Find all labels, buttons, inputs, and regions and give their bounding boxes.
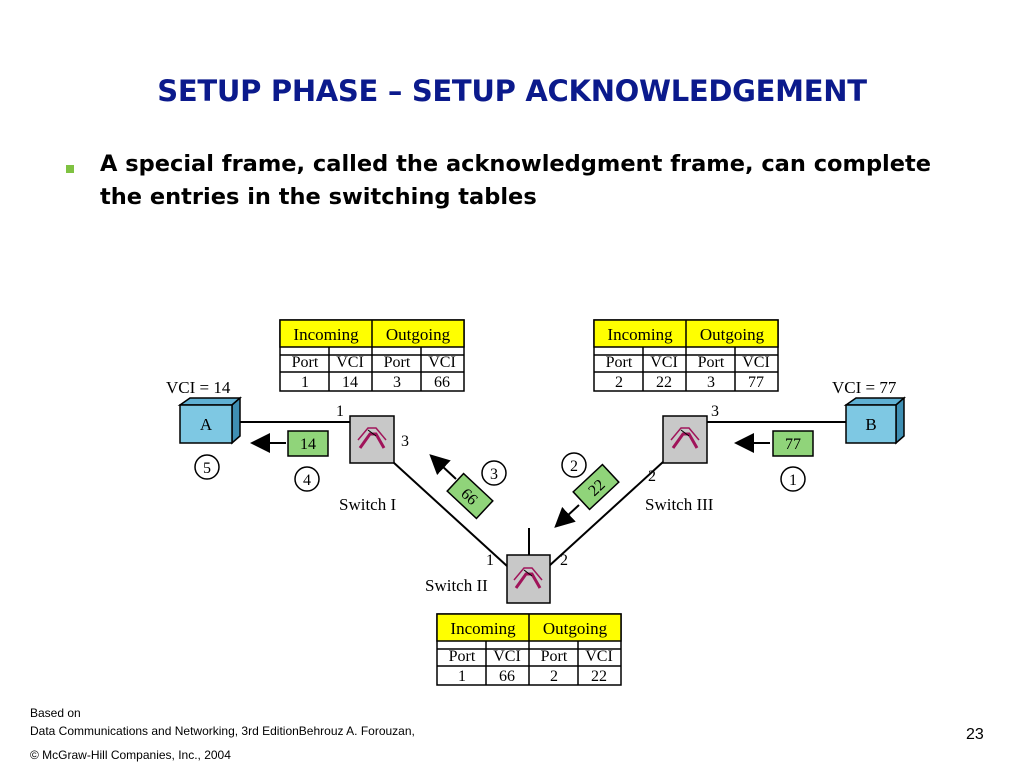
table-3-incoming-header: Incoming — [607, 325, 673, 344]
switching-table-2: Incoming Outgoing Port VCI Port VCI 1 66… — [436, 613, 622, 686]
switch-1 — [349, 415, 395, 464]
table-3-col-vci-out: VCI — [742, 354, 770, 371]
table-2-cell-vci-out: 22 — [591, 668, 607, 685]
step-5-label: 5 — [203, 460, 211, 477]
table-3-cell-vci-in: 22 — [656, 374, 672, 391]
table-1-incoming-header: Incoming — [293, 325, 359, 344]
switch-3-label: Switch III — [645, 495, 714, 514]
table-3-cell-port-in: 2 — [615, 374, 623, 391]
frame-66: 66 — [446, 472, 494, 520]
switch-1-port-1: 1 — [336, 403, 344, 420]
bullet-marker — [66, 165, 74, 173]
switch-2 — [506, 554, 551, 604]
frame-22: 22 — [572, 463, 620, 511]
page-number: 23 — [966, 726, 984, 743]
station-a-label: A — [200, 415, 213, 434]
table-2-col-vci-out: VCI — [585, 648, 613, 665]
frame-77-label: 77 — [785, 436, 801, 453]
table-2-outgoing-header: Outgoing — [543, 619, 608, 638]
step-3-label: 3 — [490, 466, 498, 483]
footer-line-2: Data Communications and Networking, 3rd … — [30, 724, 415, 738]
step-2-label: 2 — [570, 458, 578, 475]
table-2-col-vci-in: VCI — [493, 648, 521, 665]
table-1-col-vci-in: VCI — [336, 354, 364, 371]
arrow-frame-22 — [554, 504, 580, 528]
station-b-vci: VCI = 77 — [832, 378, 897, 397]
table-3-col-vci-in: VCI — [650, 354, 678, 371]
table-1-cell-vci-in: 14 — [342, 374, 358, 391]
arrow-frame-66 — [429, 454, 457, 480]
step-2: 2 — [561, 452, 587, 478]
switch-1-label: Switch I — [339, 495, 396, 514]
footer-line-1: Based on — [30, 706, 81, 720]
table-3-cell-port-out: 3 — [707, 374, 715, 391]
switch-1-port-3: 3 — [401, 433, 409, 450]
table-3-outgoing-header: Outgoing — [700, 325, 765, 344]
step-1: 1 — [780, 466, 806, 492]
station-b: B — [843, 396, 906, 445]
table-1-col-vci-out: VCI — [428, 354, 456, 371]
table-1-outgoing-header: Outgoing — [386, 325, 451, 344]
table-2-cell-vci-in: 66 — [499, 668, 515, 685]
table-2-cell-port-out: 2 — [550, 668, 558, 685]
link-switch1-switch2 — [392, 461, 508, 567]
step-1-label: 1 — [789, 472, 797, 489]
frame-77: 77 — [772, 430, 814, 457]
step-5: 5 — [194, 454, 220, 480]
switch-2-label: Switch II — [425, 576, 488, 595]
station-a: A — [177, 396, 242, 445]
step-4: 4 — [294, 466, 320, 492]
switch-2-port-1: 1 — [486, 552, 494, 569]
bullet-text: A special frame, called the acknowledgme… — [100, 151, 932, 210]
table-2-cell-port-in: 1 — [458, 668, 466, 685]
link-switch2-switch3 — [548, 461, 664, 567]
switch-3 — [662, 415, 708, 464]
station-a-vci: VCI = 14 — [166, 378, 231, 397]
table-1-col-port-in: Port — [292, 354, 319, 371]
frame-14: 14 — [287, 430, 329, 457]
footer-line-3: © McGraw-Hill Companies, Inc., 2004 — [30, 748, 231, 762]
station-b-label: B — [865, 415, 876, 434]
table-3-col-port-out: Port — [698, 354, 725, 371]
switch-2-port-2: 2 — [560, 552, 568, 569]
step-3: 3 — [481, 460, 507, 486]
slide-title: SETUP PHASE – SETUP ACKNOWLEDGEMENT — [157, 74, 867, 108]
table-3-cell-vci-out: 77 — [748, 374, 764, 391]
table-1-col-port-out: Port — [384, 354, 411, 371]
table-1-cell-port-out: 3 — [393, 374, 401, 391]
table-1-cell-vci-out: 66 — [434, 374, 450, 391]
switching-table-1: Incoming Outgoing Port VCI Port VCI 1 14… — [279, 319, 465, 392]
table-3-col-port-in: Port — [606, 354, 633, 371]
switching-table-3: Incoming Outgoing Port VCI Port VCI 2 22… — [593, 319, 779, 392]
table-2-incoming-header: Incoming — [450, 619, 516, 638]
step-4-label: 4 — [303, 472, 311, 489]
switch-3-port-2: 2 — [648, 468, 656, 485]
frame-14-label: 14 — [300, 436, 316, 453]
switch-3-port-3: 3 — [711, 403, 719, 420]
table-2-col-port-in: Port — [449, 648, 476, 665]
table-2-col-port-out: Port — [541, 648, 568, 665]
table-1-cell-port-in: 1 — [301, 374, 309, 391]
